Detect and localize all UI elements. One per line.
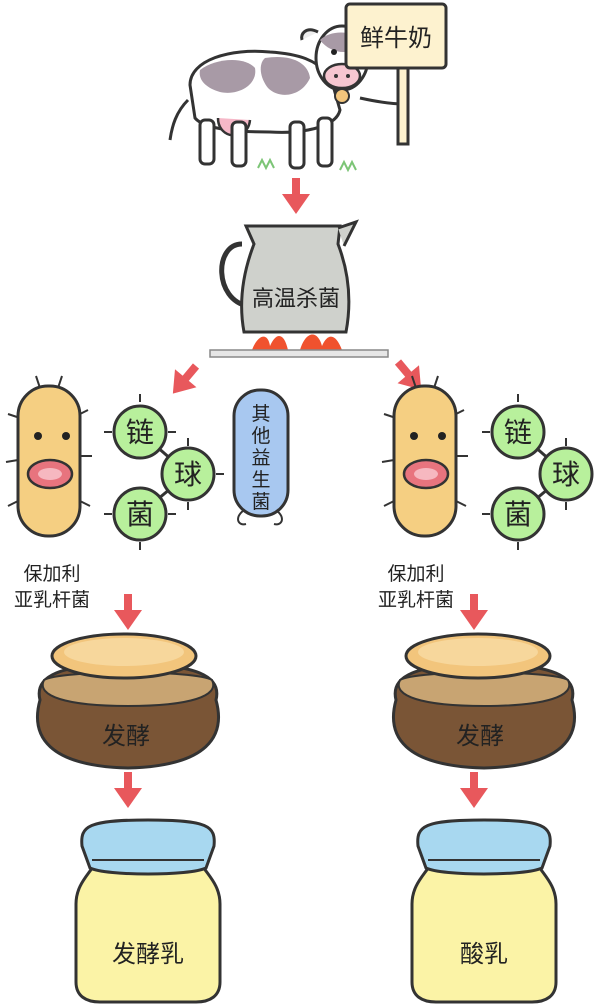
fermentation-jar-left bbox=[35, 632, 221, 770]
coccus-char-2: 球 bbox=[552, 458, 580, 491]
yogurt-bottle-right bbox=[410, 818, 558, 1004]
sign-label: 鲜牛奶 bbox=[360, 24, 432, 52]
other-char-4: 生 bbox=[251, 469, 270, 491]
coccus-char-2: 球 bbox=[174, 458, 202, 491]
fresh-milk-sign: 鲜牛奶 bbox=[344, 2, 448, 146]
bulgaricus-bacterium-left bbox=[5, 375, 92, 538]
product-left-label: 发酵乳 bbox=[112, 940, 184, 968]
coccus-char-3: 菌 bbox=[126, 498, 154, 531]
other-char-1: 其 bbox=[251, 403, 270, 425]
other-char-2: 他 bbox=[251, 425, 270, 447]
fermentation-jar-right bbox=[391, 632, 577, 770]
other-probiotics: 其 他 益 生 菌 bbox=[232, 388, 290, 526]
arrow-icon bbox=[282, 178, 310, 214]
other-char-3: 益 bbox=[251, 447, 270, 469]
product-right-label: 酸乳 bbox=[460, 940, 508, 968]
yogurt-bottle-left bbox=[74, 818, 222, 1004]
bulgaricus-label-right-1: 保加利 bbox=[387, 563, 444, 585]
coccus-char-3: 菌 bbox=[504, 498, 532, 531]
bulgaricus-label-right-2: 亚乳杆菌 bbox=[378, 589, 454, 611]
heat-sterilize-label: 高温杀菌 bbox=[252, 287, 340, 312]
coccus-char-1: 链 bbox=[504, 416, 532, 449]
arrow-icon bbox=[162, 357, 207, 403]
bulgaricus-bacterium-right bbox=[381, 375, 468, 538]
coccus-char-1: 链 bbox=[126, 416, 154, 449]
bulgaricus-label-left-1: 保加利 bbox=[23, 563, 80, 585]
cow-illustration bbox=[168, 24, 405, 173]
arrow-icon bbox=[114, 594, 142, 630]
arrow-icon bbox=[460, 594, 488, 630]
arrow-icon bbox=[460, 772, 488, 808]
heating-pitcher-illustration bbox=[209, 219, 389, 358]
streptococcus-right: 链 球 菌 bbox=[482, 394, 594, 550]
streptococcus-left: 链 球 菌 bbox=[104, 394, 224, 550]
arrow-icon bbox=[114, 772, 142, 808]
bulgaricus-label-left-2: 亚乳杆菌 bbox=[14, 589, 90, 611]
other-char-5: 菌 bbox=[251, 491, 270, 513]
ferment-label-left: 发酵 bbox=[102, 722, 150, 750]
ferment-label-right: 发酵 bbox=[456, 722, 504, 750]
